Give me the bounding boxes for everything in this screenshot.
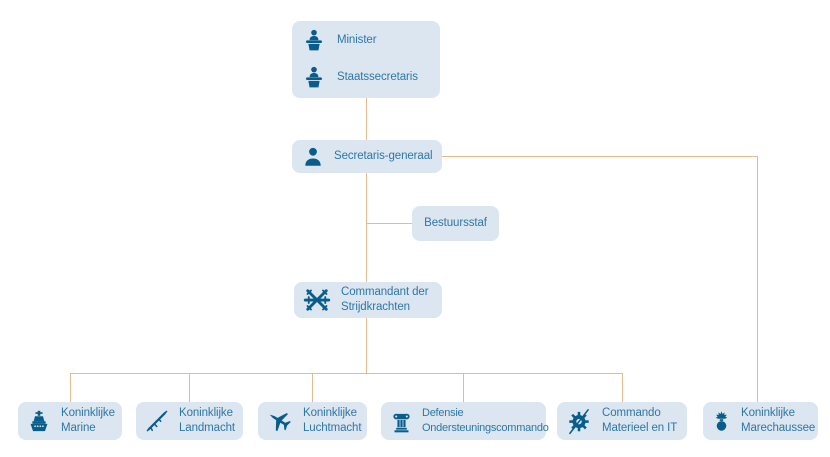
connector-bus [70,373,622,374]
node-koninklijke-marechaussee: Koninklijke Marechaussee [703,402,818,440]
connector-drop-luchtmacht [312,373,313,402]
commandant-strijdkrachten-label: Commandant der Strijdkrachten [341,285,429,313]
connector-sg-to-marechaussee-horizontal [442,156,757,157]
connector-top-to-sg [366,98,367,140]
gear-sword-icon [565,407,593,435]
connector-drop-dosco [463,373,464,402]
connector-drop-cmit [622,373,623,402]
minister-label: Minister [337,34,377,47]
node-bestuursstaf: Bestuursstaf [412,206,499,241]
connector-drop-landmacht [189,373,190,402]
warship-icon [26,408,52,434]
crossed-swords-icon [302,285,332,315]
koninklijke-luchtmacht-label: Koninklijke Luchtmacht [303,406,362,434]
commando-materieel-en-it-label: Commando Materieel en IT [602,406,678,434]
lectern-person-icon [301,28,327,54]
connector-to-bestuursstaf [367,223,412,224]
grenade-icon [710,410,733,433]
koninklijke-marechaussee-label: Koninklijke Marechaussee [741,406,816,434]
koninklijke-landmacht-label: Koninklijke Landmacht [179,406,235,434]
node-minister-staatssecretaris: Minister Staatssecretaris [292,21,440,98]
secretaris-generaal-label: Secretaris-generaal [334,149,433,162]
connector-sg-to-cds [366,173,367,282]
minister-row: Minister [301,28,431,54]
person-icon [301,145,325,169]
rifle-icon [144,408,170,434]
node-koninklijke-marine: Koninklijke Marine [18,402,122,440]
node-secretaris-generaal: Secretaris-generaal [292,140,442,173]
connector-sg-to-marechaussee-vertical [757,156,758,402]
node-commandant-strijdkrachten: Commandant der Strijdkrachten [294,282,442,318]
node-defensie-ondersteuningscommando: Defensie Ondersteuningscommando [381,402,549,440]
koninklijke-marine-label: Koninklijke Marine [61,406,115,434]
connector-drop-marine [70,373,71,402]
staatssecretaris-row: Staatssecretaris [301,65,431,91]
lectern-person-icon [301,65,327,91]
connector-cds-to-bus [366,318,367,373]
node-commando-materieel-en-it: Commando Materieel en IT [557,402,687,440]
node-koninklijke-landmacht: Koninklijke Landmacht [136,402,243,440]
fighter-jet-icon [266,407,294,435]
node-koninklijke-luchtmacht: Koninklijke Luchtmacht [258,402,367,440]
classical-column-icon [389,409,414,434]
staatssecretaris-label: Staatssecretaris [337,71,418,84]
defensie-ondersteuningscommando-label: Defensie Ondersteuningscommando [422,407,549,434]
bestuursstaf-label: Bestuursstaf [424,216,487,229]
